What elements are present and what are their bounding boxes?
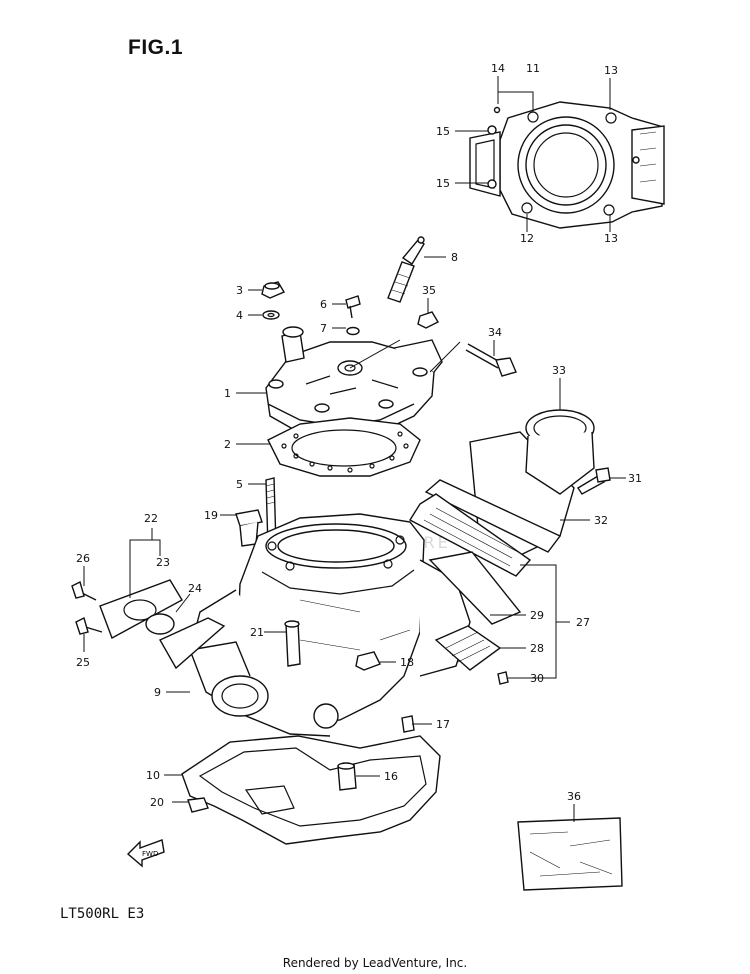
callout-14: 14 bbox=[491, 62, 505, 75]
callout-18: 18 bbox=[400, 656, 414, 669]
callout-15-bottom: 15 bbox=[436, 177, 450, 190]
callout-9: 9 bbox=[154, 686, 161, 699]
spark-plug bbox=[387, 236, 425, 303]
callout-2: 2 bbox=[224, 438, 231, 451]
footer-credit: Rendered by LeadVenture, Inc. bbox=[282, 956, 468, 970]
callout-13-top: 13 bbox=[604, 64, 618, 77]
model-code: LT500RL E3 bbox=[60, 906, 145, 922]
callout-numbers: 14 11 13 15 15 12 13 8 3 4 6 7 35 34 33 … bbox=[76, 62, 642, 809]
callout-20: 20 bbox=[150, 796, 164, 809]
callout-19: 19 bbox=[204, 509, 218, 522]
callout-31: 31 bbox=[628, 472, 642, 485]
callout-10: 10 bbox=[146, 769, 160, 782]
callout-23: 23 bbox=[156, 556, 170, 569]
callout-32: 32 bbox=[594, 514, 608, 527]
callout-33: 33 bbox=[552, 364, 566, 377]
callout-6: 6 bbox=[320, 298, 327, 311]
cylinder-top-view-inset bbox=[469, 101, 665, 229]
figure-title: FIG.1 bbox=[128, 36, 184, 59]
callout-16: 16 bbox=[384, 770, 398, 783]
reed-valve-assembly bbox=[409, 409, 611, 685]
callout-13-bottom: 13 bbox=[604, 232, 618, 245]
callout-17: 17 bbox=[436, 718, 450, 731]
callout-36: 36 bbox=[567, 790, 581, 803]
callout-11: 11 bbox=[526, 62, 540, 75]
callout-12: 12 bbox=[520, 232, 534, 245]
base-gasket bbox=[181, 715, 441, 845]
callout-21: 21 bbox=[250, 626, 264, 639]
callout-15-top: 15 bbox=[436, 125, 450, 138]
callout-25: 25 bbox=[76, 656, 90, 669]
callout-7: 7 bbox=[320, 322, 327, 335]
callout-24: 24 bbox=[188, 582, 202, 595]
callout-27: 27 bbox=[576, 616, 590, 629]
callout-22: 22 bbox=[144, 512, 158, 525]
nut-and-long-bolt bbox=[417, 311, 517, 377]
callout-3: 3 bbox=[236, 284, 243, 297]
callout-4: 4 bbox=[236, 309, 243, 322]
callout-8: 8 bbox=[451, 251, 458, 264]
callout-34: 34 bbox=[488, 326, 502, 339]
callout-26: 26 bbox=[76, 552, 90, 565]
callout-28: 28 bbox=[530, 642, 544, 655]
forward-arrow-icon: FWD bbox=[126, 839, 165, 868]
callout-5: 5 bbox=[236, 478, 243, 491]
fwd-label: FWD bbox=[142, 850, 158, 858]
callout-35: 35 bbox=[422, 284, 436, 297]
callout-1: 1 bbox=[224, 387, 231, 400]
leader-lines bbox=[83, 76, 626, 822]
head-gasket bbox=[267, 417, 421, 477]
flange-bolt-19 bbox=[235, 509, 263, 547]
callout-29: 29 bbox=[530, 609, 544, 622]
small-bolt-and-washer bbox=[345, 295, 361, 336]
gasket-kit bbox=[517, 817, 623, 891]
callout-30: 30 bbox=[530, 672, 544, 685]
cover-plate-parts bbox=[71, 579, 226, 670]
cap-nut-and-washer bbox=[261, 281, 286, 320]
